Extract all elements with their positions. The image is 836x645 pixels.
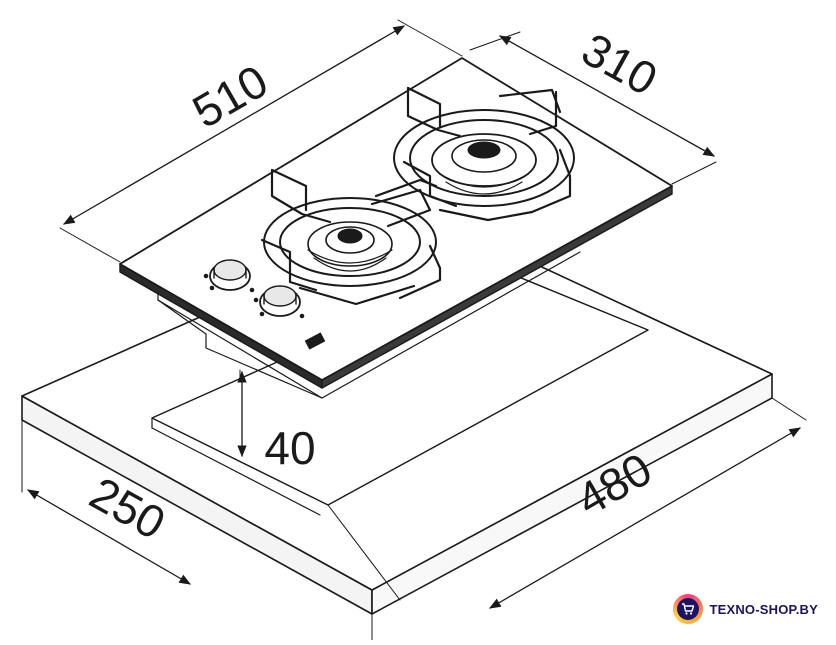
large-burner xyxy=(374,86,575,222)
watermark-text: TEXNO-SHOP.BY xyxy=(709,601,818,617)
dim-line-250 xyxy=(26,489,192,585)
dim-line-510 xyxy=(62,25,406,225)
site-watermark: TEXNO-SHOP.BY xyxy=(673,594,818,624)
dim-line-310 xyxy=(498,35,716,157)
dim-line-480 xyxy=(488,427,802,609)
control-knob-right xyxy=(253,285,305,319)
dim-label-510: 510 xyxy=(184,54,276,137)
control-knob-left xyxy=(203,259,255,293)
cart-icon xyxy=(673,594,704,624)
dim-label-40: 40 xyxy=(264,422,315,474)
extension-lines xyxy=(21,19,807,643)
dim-label-310: 310 xyxy=(574,23,666,106)
